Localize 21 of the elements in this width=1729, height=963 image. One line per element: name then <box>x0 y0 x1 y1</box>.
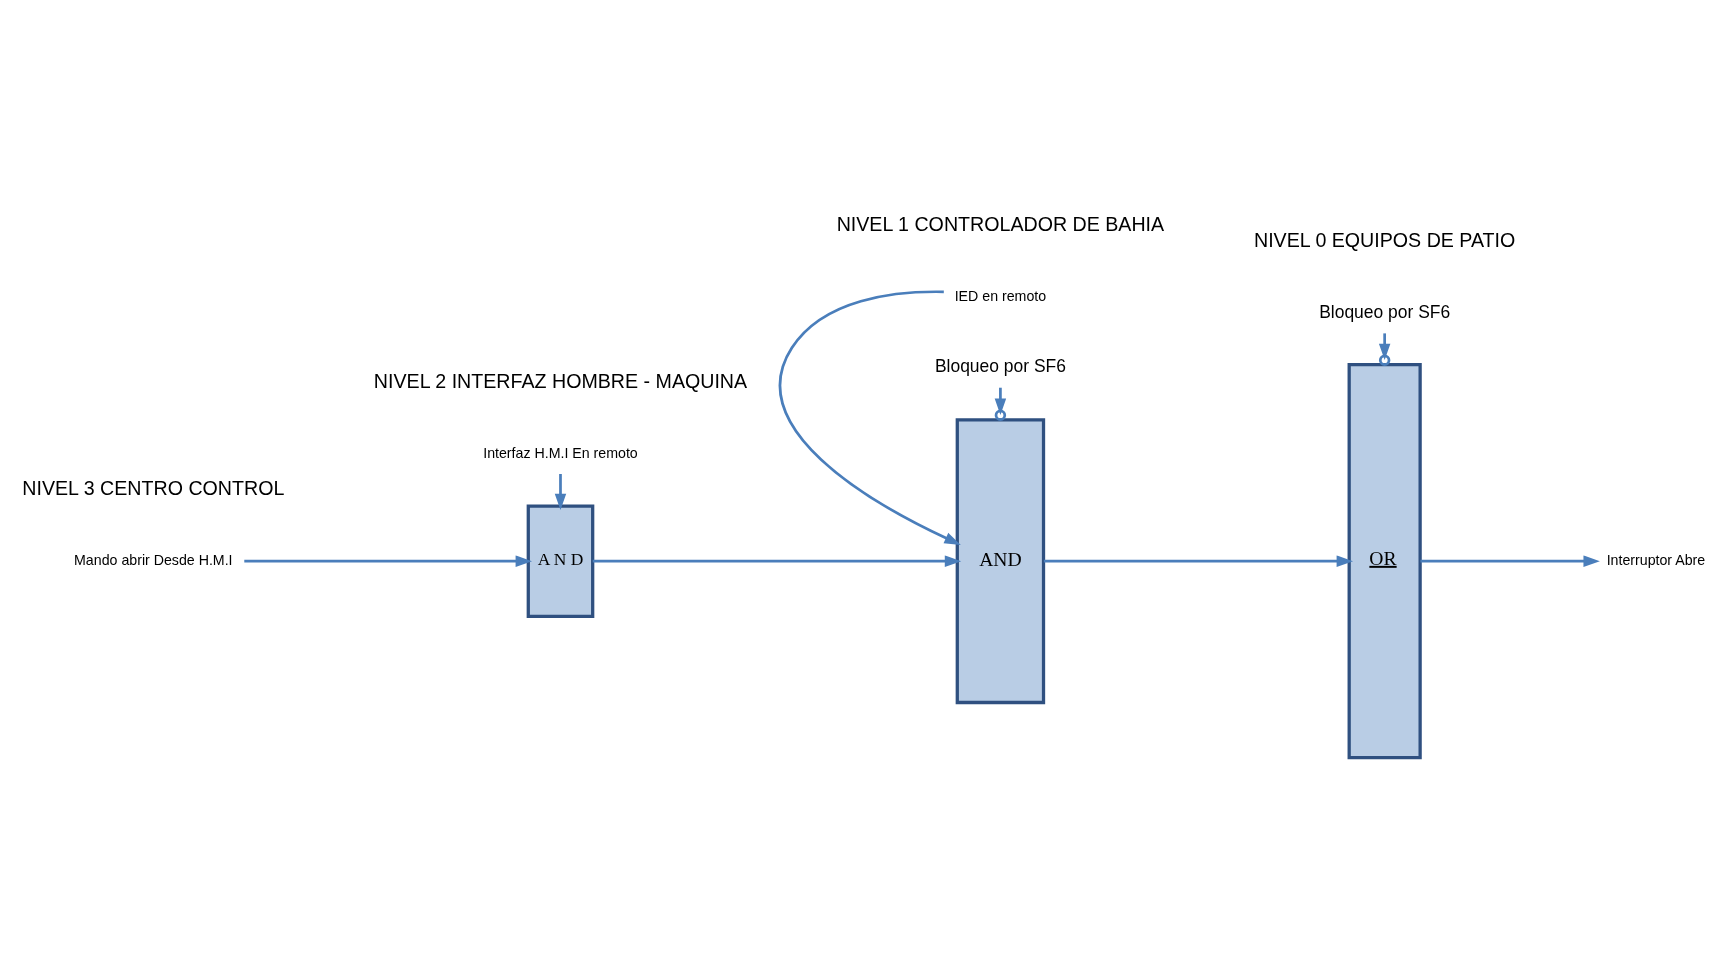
label: NIVEL 2 INTERFAZ HOMBRE - MAQUINA <box>373 369 748 392</box>
node-text: Bloqueo por SF6 <box>934 355 1066 376</box>
node-text: Interfaz H.M.I En remoto <box>483 444 638 461</box>
node-box: A N D <box>526 503 595 618</box>
node-box: AND <box>955 417 1046 704</box>
arrow <box>554 473 567 510</box>
arrow <box>1378 332 1391 366</box>
node-text: Interruptor Abre <box>1606 551 1706 568</box>
arrow <box>1043 554 1353 567</box>
arrow <box>592 554 962 567</box>
label: NIVEL 1 CONTROLADOR DE BAHIA <box>836 212 1165 235</box>
arrow <box>244 554 532 567</box>
label: NIVEL 0 EQUIPOS DE PATIO <box>1253 228 1516 251</box>
node-text: Bloqueo por SF6 <box>1319 300 1451 321</box>
label: NIVEL 3 CENTRO CONTROL <box>22 476 285 499</box>
arrow <box>994 387 1007 421</box>
node-text: Mando abrir Desde H.M.I <box>74 551 233 568</box>
arrow <box>778 289 961 545</box>
arrow <box>1420 554 1600 567</box>
node-text: IED en remoto <box>954 287 1047 304</box>
node-box: OR <box>1347 362 1422 759</box>
